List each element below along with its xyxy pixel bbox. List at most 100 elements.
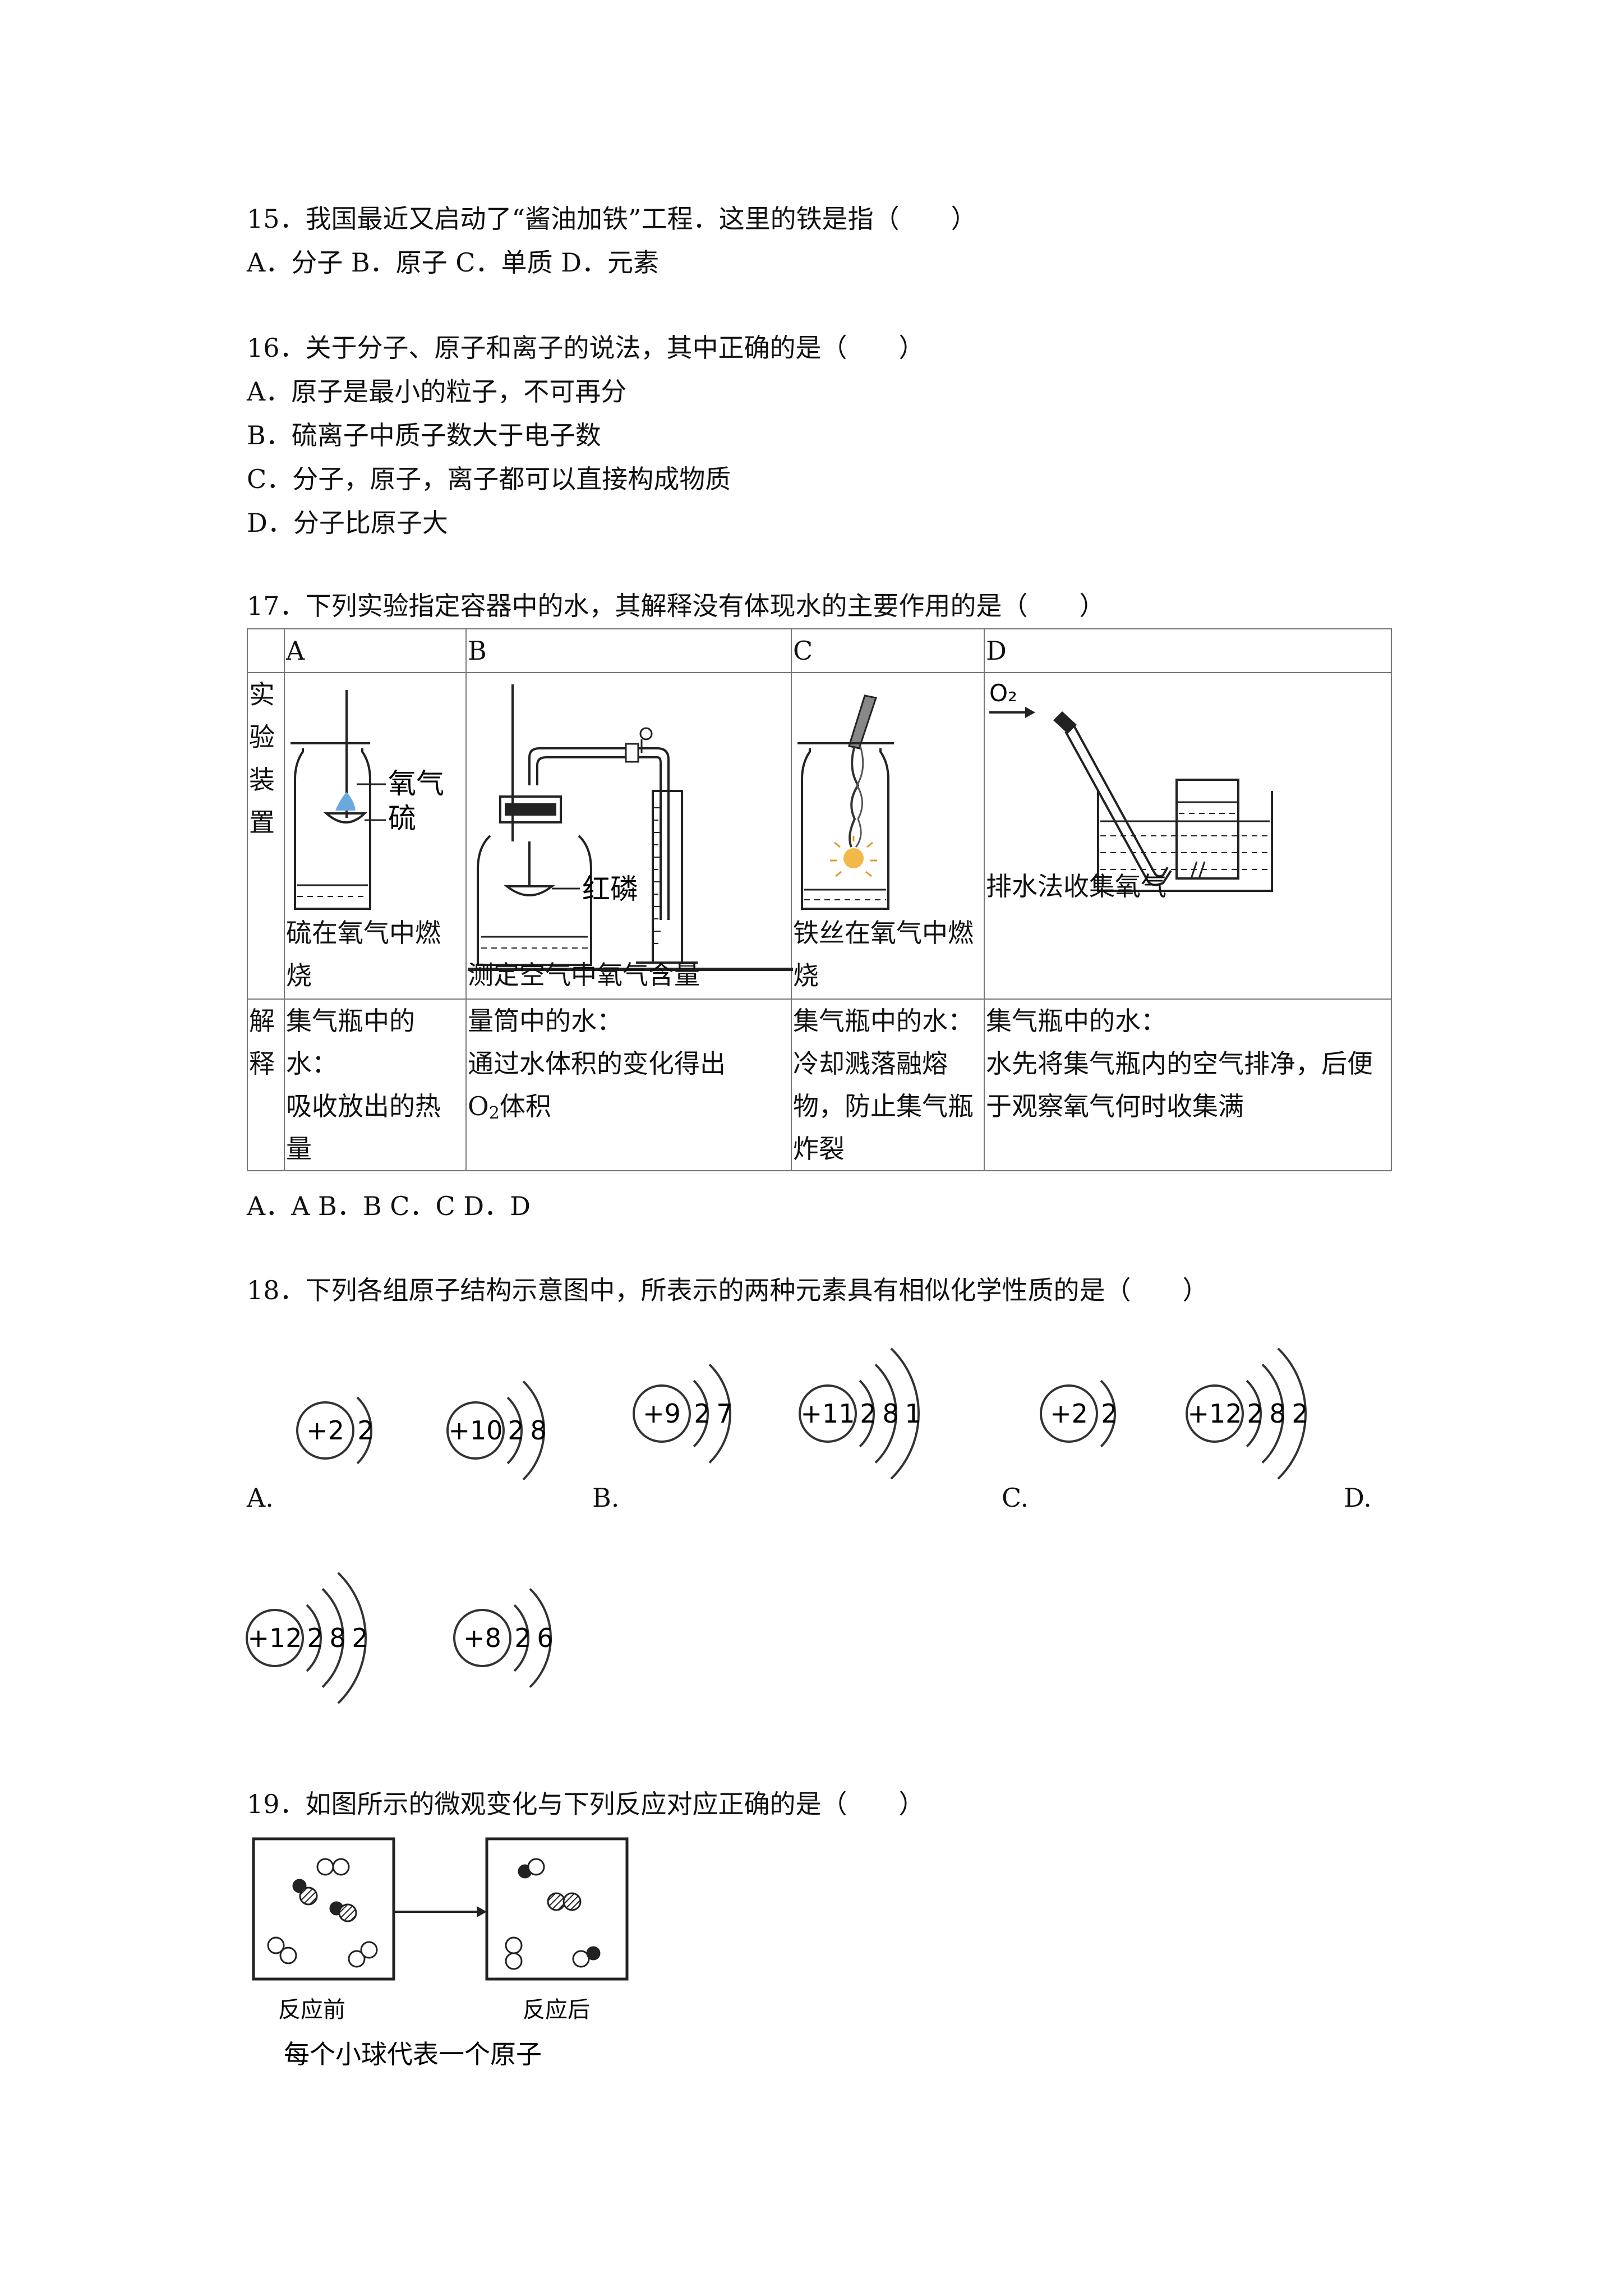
electron-shell-arc [1246, 1379, 1262, 1448]
electron-shell-arc [859, 1379, 875, 1448]
label-oxygen: 氧气 [388, 767, 444, 800]
electron-shell-arc [306, 1604, 322, 1672]
q17-options: A．A B．B C．C D．D [247, 1191, 531, 1221]
nucleus-charge: +2 [1050, 1398, 1088, 1429]
col-head-d: D [984, 628, 1392, 673]
nucleus-circle [446, 1401, 505, 1460]
nucleus-circle [453, 1609, 511, 1667]
nucleus-charge: +12 [1187, 1398, 1242, 1429]
q16-option-b: B．硫离子中质子数大于电子数 [247, 420, 601, 450]
q16-option-d: D．分子比原子大 [247, 508, 448, 538]
shell-electron-count: 8 [882, 1398, 898, 1429]
q18-option-d-letter: D. [1344, 1483, 1372, 1513]
col-head-c: C [791, 628, 985, 673]
q17-stem: 17．下列实验指定容器中的水，其解释没有体现水的主要作用的是（ ） [247, 591, 1105, 621]
explanation-a: 集气瓶中的水： 吸收放出的热量 [284, 999, 467, 1171]
cell-b-apparatus: 红磷 测定空气中氧气含量 [465, 672, 793, 1000]
q18-option-a-letter: A. [247, 1483, 274, 1513]
nucleus-charge: +8 [463, 1623, 501, 1653]
explanation-b: 量筒中的水： 通过水体积的变化得出 O2体积 [465, 999, 792, 1171]
q16-option-a: A．原子是最小的粒子，不可再分 [247, 376, 627, 407]
caption-a: 硫在氧气中燃烧 [286, 918, 441, 991]
atom-diagram: +2 2 [1040, 1379, 1118, 1448]
label-sulfur: 硫 [388, 802, 416, 835]
cell-d-apparatus: O₂ [984, 672, 1392, 1000]
shell-electron-count: 2 [1292, 1398, 1308, 1429]
electron-shell-arc [513, 1604, 529, 1672]
shell-electron-count: 2 [1247, 1398, 1263, 1429]
phosphorus-oxygen-content-diagram: 红磷 [468, 684, 793, 971]
shell-electron-count: 2 [307, 1623, 323, 1653]
shell-electron-count: 2 [352, 1623, 368, 1653]
shell-electron-count: 2 [1101, 1398, 1117, 1429]
shell-electron-count: 6 [537, 1623, 553, 1653]
nucleus-circle [633, 1384, 691, 1443]
caption-c: 铁丝在氧气中燃烧 [793, 918, 974, 991]
q15-options: A．分子 B．原子 C．单质 D．元素 [247, 247, 659, 278]
iron-wire-burning-diagram [797, 694, 894, 910]
electron-shell-arc [356, 1396, 372, 1465]
corner-cell [247, 628, 285, 673]
q17-experiment-table: A B C D 实 验 装 置 [247, 628, 1392, 1171]
nucleus-circle [1186, 1384, 1244, 1443]
electron-shell-arc [1277, 1347, 1307, 1480]
explanation-row: 解 释 集气瓶中的水： 吸收放出的热量 量筒中的水： 通过水体积的变化得出 O2… [247, 999, 1392, 1171]
cell-a-apparatus: 氧气 硫 硫在氧气中燃烧 [284, 672, 467, 1000]
sulfur-burning-diagram: 氧气 硫 [291, 690, 444, 910]
caption-b: 测定空气中氧气含量 [468, 960, 700, 990]
nucleus-charge: +2 [306, 1415, 344, 1446]
electron-shell-arc [321, 1588, 344, 1688]
q19-stem: 19．如图所示的微观变化与下列反应对应正确的是（ ） [247, 1789, 925, 1819]
nucleus-charge: +9 [643, 1398, 681, 1429]
row-head-explanation: 解 释 [247, 999, 285, 1171]
explanation-d: 集气瓶中的水： 水先将集气瓶内的空气排净，后便于观察氧气何时收集满 [984, 999, 1392, 1171]
shell-electron-count: 2 [514, 1623, 531, 1653]
shell-electron-count: 2 [694, 1398, 710, 1429]
col-head-a: A [284, 628, 467, 673]
q16-option-c: C．分子，原子，离子都可以直接构成物质 [247, 464, 731, 494]
legend-each-ball-one-atom: 每个小球代表一个原子 [284, 2039, 542, 2069]
shell-electron-count: 2 [860, 1398, 876, 1429]
nucleus-circle [799, 1384, 857, 1443]
apparatus-row: 实 验 装 置 氧气 硫 硫在 [247, 672, 1392, 1000]
q19-micro-change-diagram: 反应前 反应后 每个小球代表一个原子 [252, 1837, 629, 2069]
row-head-apparatus: 实 验 装 置 [247, 672, 285, 1000]
label-after-reaction: 反应后 [523, 1997, 590, 2023]
nucleus-circle [1040, 1384, 1098, 1443]
nucleus-circle [296, 1401, 354, 1460]
shell-electron-count: 8 [530, 1415, 546, 1446]
nucleus-charge: +10 [448, 1415, 502, 1446]
label-red-phosphorus: 红磷 [582, 873, 638, 905]
caption-d: 排水法收集氧气 [986, 871, 1166, 901]
electron-shell-arc [529, 1588, 552, 1688]
label-before-reaction: 反应前 [278, 1997, 345, 2023]
water-displacement-diagram: O₂ [989, 679, 1273, 892]
q18-option-b-letter: B. [592, 1483, 620, 1513]
nucleus-circle [246, 1609, 304, 1667]
explanation-c: 集气瓶中的水： 冷却溅落融熔物，防止集气瓶炸裂 [791, 999, 985, 1171]
electron-shell-arc [506, 1396, 523, 1465]
electron-shell-arc [708, 1364, 732, 1464]
q16-stem: 16．关于分子、原子和离子的说法，其中正确的是（ ） [247, 333, 925, 363]
col-head-b: B [465, 628, 792, 673]
electron-shell-arc [693, 1379, 709, 1448]
shell-electron-count: 7 [716, 1398, 732, 1429]
q15-stem: 15．我国最近又启动了“酱油加铁”工程．这里的铁是指（ ） [247, 204, 977, 234]
shell-electron-count: 8 [1269, 1398, 1285, 1429]
shell-electron-count: 2 [508, 1415, 524, 1446]
shell-electron-count: 1 [905, 1398, 921, 1429]
nucleus-charge: +11 [800, 1398, 855, 1429]
electron-shell-arc [337, 1572, 367, 1704]
electron-shell-arc [1100, 1379, 1116, 1448]
electron-shell-arc [874, 1364, 898, 1464]
nucleus-charge: +12 [247, 1623, 302, 1653]
q18-option-c-letter: C. [1002, 1483, 1029, 1513]
table-header-row: A B C D [247, 628, 1392, 673]
